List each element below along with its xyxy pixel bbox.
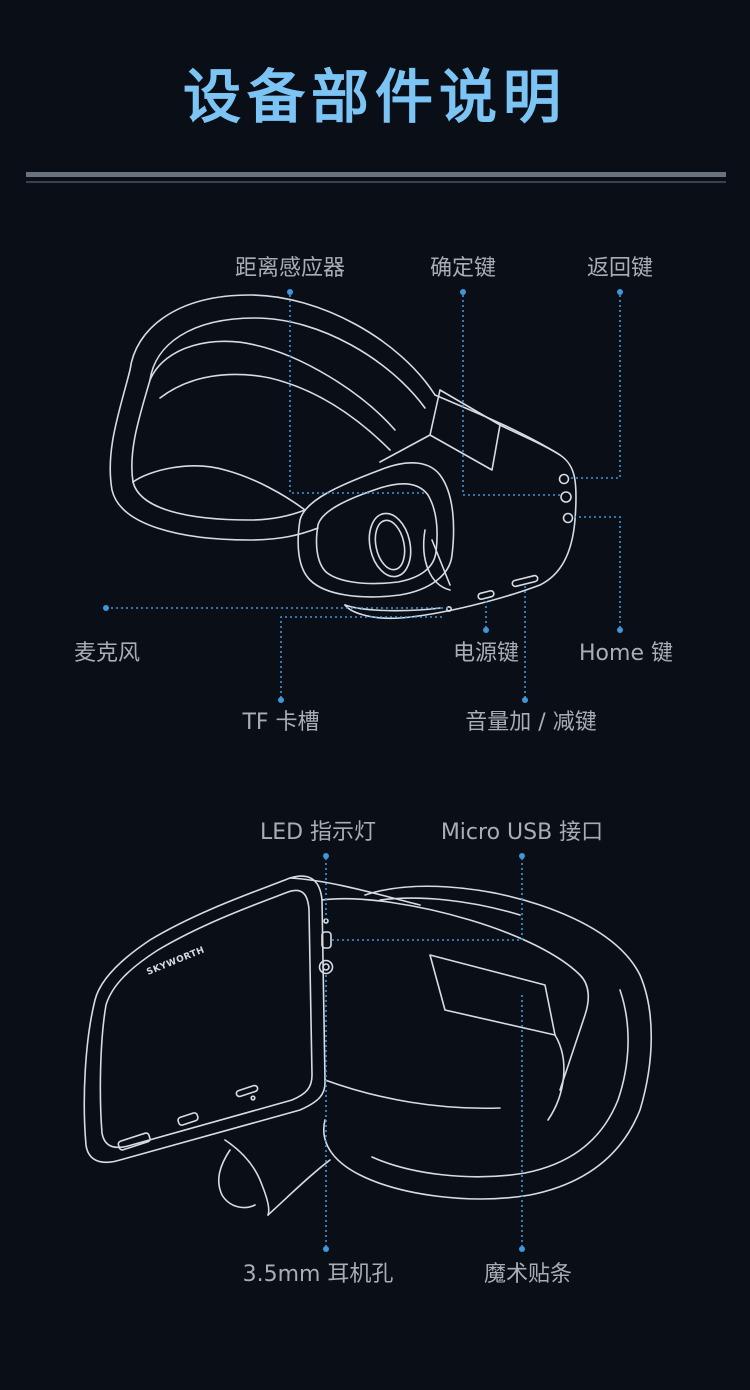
label-volume-keys: 音量加 / 减键 <box>465 710 597 735</box>
label-headphone-jack: 3.5mm 耳机孔 <box>242 1262 394 1287</box>
callout-lines <box>106 295 621 1247</box>
headset-front-view: SKYWORTH <box>83 875 653 1216</box>
page-title: 设备部件说明 <box>182 63 567 131</box>
callout-dots <box>103 289 623 1252</box>
label-distance-sensor: 距离感应器 <box>234 256 346 281</box>
label-velcro: 魔术贴条 <box>483 1262 573 1287</box>
label-home-key: Home 键 <box>579 641 673 666</box>
label-micro-usb: Micro USB 接口 <box>440 820 604 845</box>
title-divider-shadow <box>26 181 726 183</box>
label-power-key: 电源键 <box>452 641 520 666</box>
headset-rear-view <box>109 294 577 620</box>
label-microphone: 麦克风 <box>74 641 141 666</box>
label-confirm-key: 确定键 <box>429 256 497 281</box>
skyworth-logo: SKYWORTH <box>145 945 206 977</box>
label-back-key: 返回键 <box>586 256 654 281</box>
label-tf-slot: TF 卡槽 <box>242 710 320 735</box>
title-divider <box>26 172 726 177</box>
label-led-indicator: LED 指示灯 <box>259 820 377 845</box>
